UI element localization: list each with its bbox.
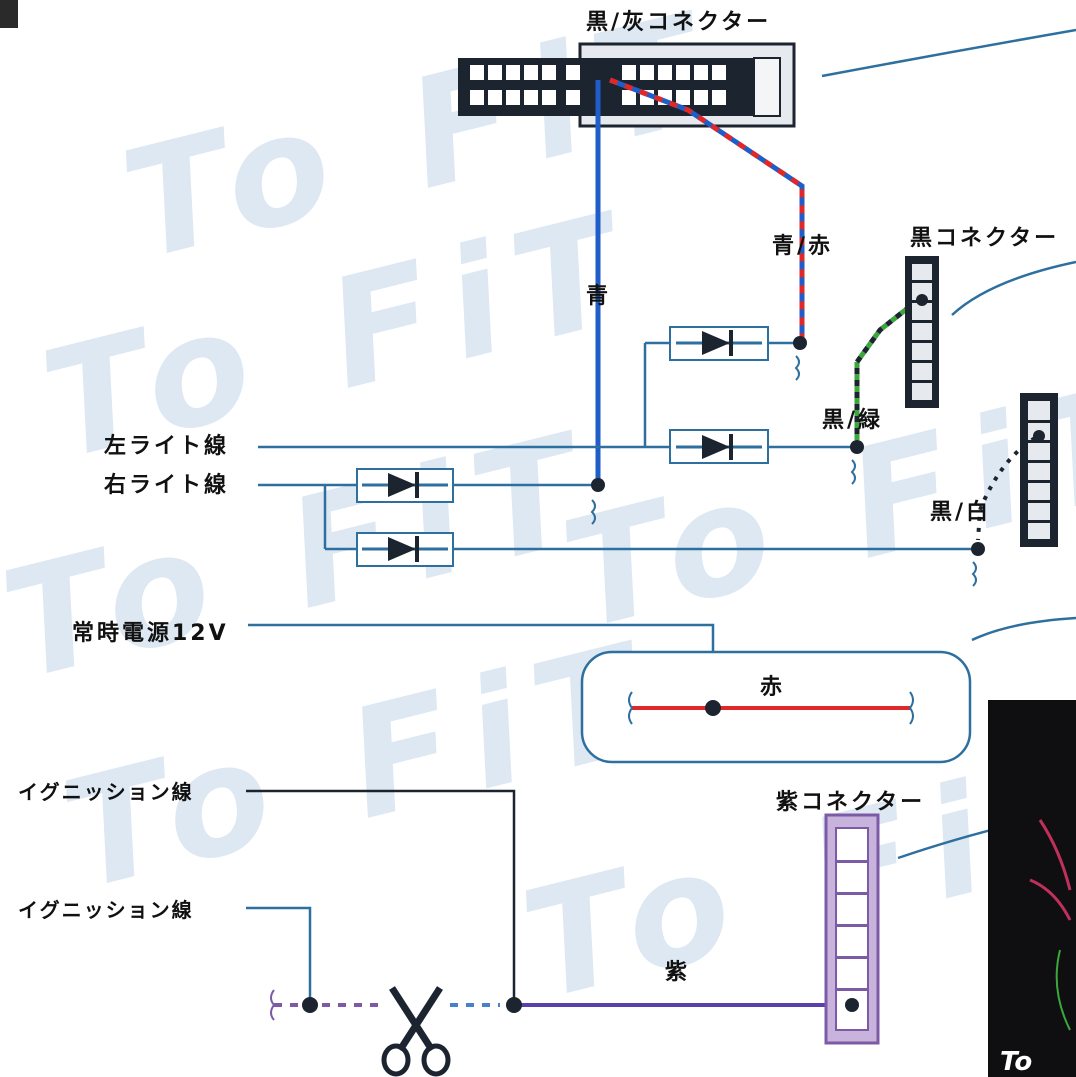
diode-upper	[643, 326, 807, 447]
wire-black-white	[976, 436, 1037, 541]
connector-purple	[824, 813, 880, 1045]
diode-right-upper	[356, 468, 454, 503]
leader-black	[951, 260, 1076, 316]
wire-blue-red	[609, 77, 805, 340]
label-wire-black-white: 黒/白	[930, 500, 992, 525]
leader-red	[971, 616, 1076, 642]
label-wire-red: 赤	[760, 675, 786, 700]
label-ignition-2: イグニッション線	[18, 898, 194, 922]
connector-black	[905, 256, 939, 408]
leader-black-gray	[821, 28, 1076, 78]
label-connector-purple: 紫コネクター	[776, 790, 926, 815]
diode-right-lower	[356, 532, 454, 567]
diode-left	[669, 429, 769, 464]
label-left-light: 左ライト線	[104, 434, 230, 459]
corner-fragment	[0, 0, 18, 28]
connector-black-2	[1020, 393, 1058, 547]
label-connector-black-gray: 黒/灰コネクター	[586, 10, 772, 35]
label-right-light: 右ライト線	[104, 473, 230, 498]
scissors-icon	[381, 986, 451, 1077]
wire-end	[590, 499, 596, 525]
label-wire-black-green: 黒/緑	[822, 408, 884, 433]
label-constant-power: 常時電源12V	[72, 621, 229, 646]
wire-black-green	[854, 298, 920, 440]
photo-panel	[988, 700, 1076, 1077]
photo-caption: To	[1000, 1047, 1033, 1077]
label-connector-black: 黒コネクター	[910, 226, 1060, 251]
label-ignition-1: イグニッション線	[18, 780, 194, 804]
label-wire-blue: 青	[586, 284, 612, 309]
connector-black-gray	[458, 42, 796, 128]
wire-ignition-1	[246, 789, 516, 1005]
wire-ignition-2	[246, 906, 312, 1005]
label-wire-purple: 紫	[665, 960, 691, 985]
label-wire-blue-red: 青/赤	[772, 234, 834, 259]
